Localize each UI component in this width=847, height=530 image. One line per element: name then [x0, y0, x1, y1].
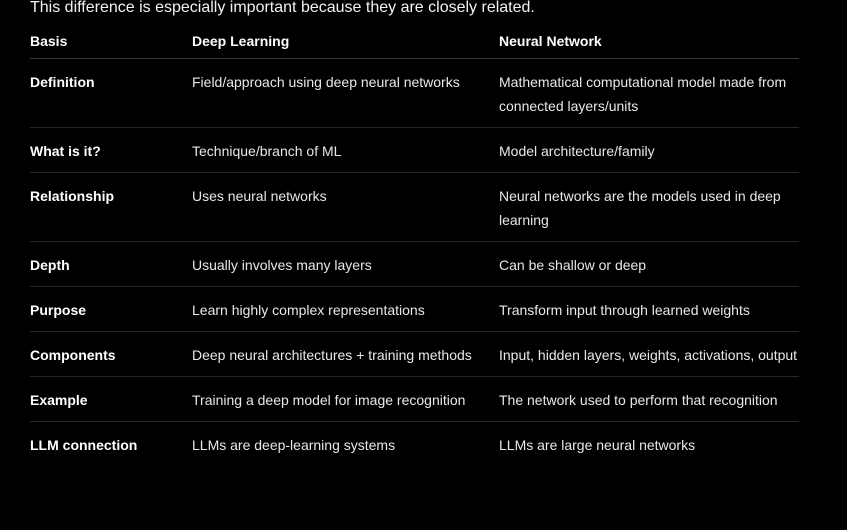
- table-row: Example Training a deep model for image …: [30, 376, 799, 422]
- cell-basis: Example: [30, 376, 192, 422]
- cell-deep-learning: Usually involves many layers: [192, 241, 499, 287]
- cell-deep-learning: Learn highly complex representations: [192, 286, 499, 332]
- cell-deep-learning: LLMs are deep-learning systems: [192, 437, 396, 453]
- cell-basis: Purpose: [30, 286, 192, 332]
- table-header-row: Basis Deep Learning Neural Network: [30, 24, 799, 59]
- header-basis: Basis: [30, 24, 192, 59]
- table-row: Definition Field/approach using deep neu…: [30, 58, 799, 128]
- cell-neural-network: LLMs are large neural networks: [499, 437, 696, 453]
- cell-basis: LLM connection: [30, 437, 138, 453]
- cell-deep-learning: Training a deep model for image recognit…: [192, 376, 499, 422]
- cell-neural-network: Mathematical computational model made fr…: [499, 58, 799, 128]
- comparison-table: Basis Deep Learning Neural Network Defin…: [30, 24, 799, 466]
- cell-basis: Relationship: [30, 172, 192, 242]
- header-deep-learning: Deep Learning: [192, 24, 499, 59]
- table-row: Relationship Uses neural networks Neural…: [30, 172, 799, 242]
- cell-deep-learning: Deep neural architectures + training met…: [192, 331, 499, 377]
- cell-deep-learning: Uses neural networks: [192, 172, 499, 242]
- cell-basis: Depth: [30, 241, 192, 287]
- cell-neural-network: Input, hidden layers, weights, activatio…: [499, 331, 799, 377]
- table-row: Components Deep neural architectures + t…: [30, 331, 799, 377]
- table-row: Purpose Learn highly complex representat…: [30, 286, 799, 332]
- intro-text: This difference is especially important …: [30, 0, 535, 16]
- table-row: What is it? Technique/branch of ML Model…: [30, 127, 799, 173]
- table-row: Depth Usually involves many layers Can b…: [30, 241, 799, 287]
- cell-neural-network: The network used to perform that recogni…: [499, 376, 799, 422]
- header-neural-network: Neural Network: [499, 24, 799, 59]
- cell-basis: What is it?: [30, 127, 192, 173]
- cell-basis: Definition: [30, 58, 192, 128]
- cell-neural-network: Can be shallow or deep: [499, 241, 799, 287]
- cell-basis: Components: [30, 331, 192, 377]
- cell-deep-learning: Field/approach using deep neural network…: [192, 58, 499, 128]
- cell-neural-network: Transform input through learned weights: [499, 286, 799, 332]
- cell-neural-network: Model architecture/family: [499, 127, 799, 173]
- cell-neural-network: Neural networks are the models used in d…: [499, 172, 799, 242]
- table-row: LLM connection LLMs are deep-learning sy…: [30, 422, 799, 467]
- cell-deep-learning: Technique/branch of ML: [192, 127, 499, 173]
